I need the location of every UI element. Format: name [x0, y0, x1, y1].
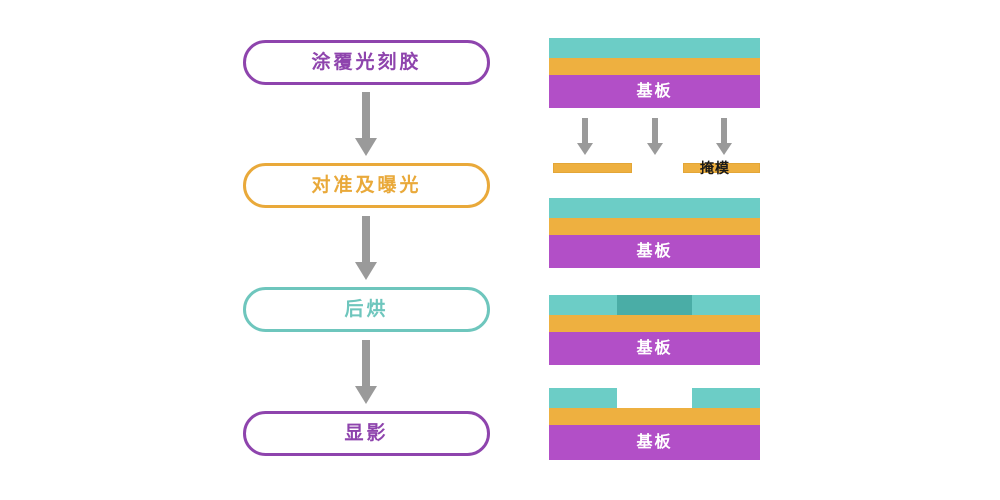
flow-connector-2 — [352, 216, 380, 282]
flow-step-coating-label: 涂覆光刻胶 — [311, 52, 422, 73]
stack-coated: 基板 — [549, 38, 760, 108]
photoresist-layer-left — [549, 388, 617, 408]
down-arrow-icon — [577, 118, 593, 155]
exposure-arrow-left — [576, 118, 594, 156]
flow-step-alignment-exposure[interactable]: 对准及曝光 — [243, 163, 490, 208]
photoresist-layer — [549, 198, 760, 218]
flow-connector-3 — [352, 340, 380, 406]
oxide-layer — [549, 408, 760, 425]
stack-developed: 基板 — [549, 388, 760, 460]
exposed-photoresist-region — [617, 295, 692, 315]
flow-step-post-bake-label: 后烘 — [344, 299, 389, 320]
down-arrow-icon — [716, 118, 732, 155]
down-arrow-icon — [647, 118, 663, 155]
photoresist-layer-right — [692, 388, 760, 408]
flow-step-development-label: 显影 — [344, 423, 389, 444]
flow-connector-1 — [352, 92, 380, 158]
substrate-layer: 基板 — [549, 425, 760, 460]
mask-bar-right — [683, 163, 760, 173]
down-arrow-icon — [355, 92, 377, 156]
exposure-arrow-center — [646, 118, 664, 156]
flow-step-post-bake[interactable]: 后烘 — [243, 287, 490, 332]
down-arrow-icon — [355, 340, 377, 404]
photoresist-gap — [617, 388, 692, 408]
oxide-layer — [549, 218, 760, 235]
substrate-label: 基板 — [636, 243, 673, 260]
substrate-layer: 基板 — [549, 332, 760, 365]
stack-post-bake: 基板 — [549, 295, 760, 365]
flow-step-development[interactable]: 显影 — [243, 411, 490, 456]
oxide-layer — [549, 315, 760, 332]
substrate-label: 基板 — [636, 83, 673, 100]
substrate-label: 基板 — [636, 434, 673, 451]
exposure-arrow-right — [715, 118, 733, 156]
substrate-layer: 基板 — [549, 75, 760, 108]
flow-step-coating[interactable]: 涂覆光刻胶 — [243, 40, 490, 85]
down-arrow-icon — [355, 216, 377, 280]
mask-bar-left — [553, 163, 632, 173]
substrate-label: 基板 — [636, 340, 673, 357]
photoresist-layer — [549, 38, 760, 58]
mask-label: 掩模 — [700, 160, 730, 176]
stack-exposed-uniform: 基板 — [549, 198, 760, 268]
flow-step-alignment-exposure-label: 对准及曝光 — [311, 175, 422, 196]
substrate-layer: 基板 — [549, 235, 760, 268]
oxide-layer — [549, 58, 760, 75]
